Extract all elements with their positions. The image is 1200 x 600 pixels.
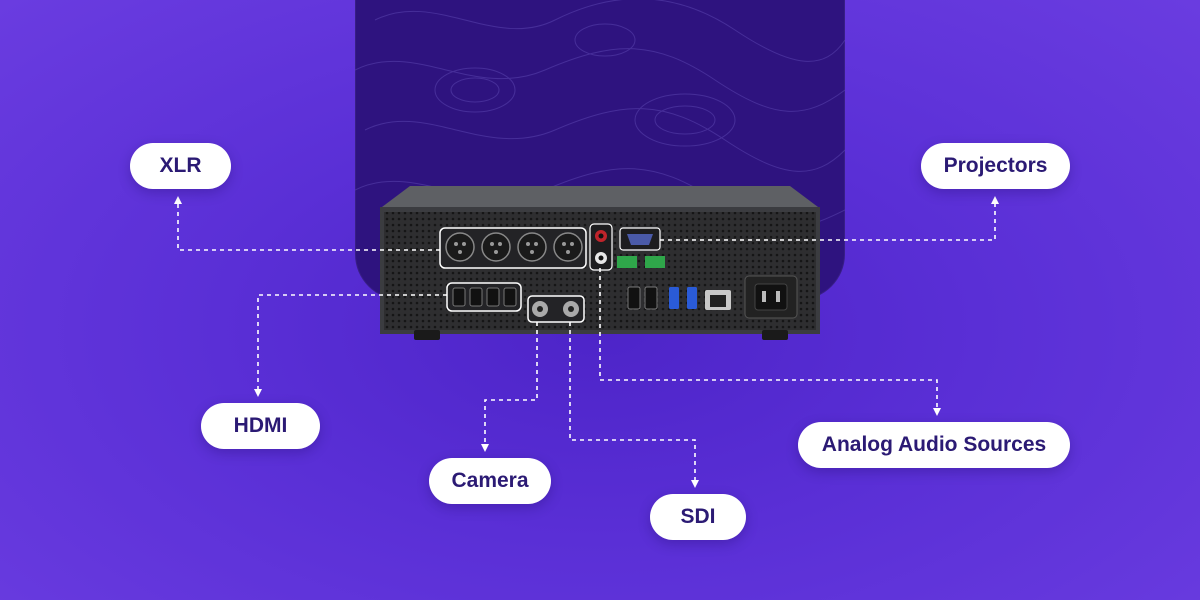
label-xlr: XLR — [130, 143, 231, 189]
connector-sdi — [569, 322, 699, 488]
connector-projectors — [660, 196, 999, 241]
connector-analog-audio — [599, 268, 941, 416]
serial-port — [617, 227, 665, 268]
connector-camera — [481, 322, 538, 452]
label-analog-audio-sources: Analog Audio Sources — [798, 422, 1070, 468]
sdi-bnc-ports — [527, 295, 585, 323]
label-sdi: SDI — [650, 494, 746, 540]
ethernet-port — [705, 290, 731, 310]
label-hdmi: HDMI — [201, 403, 320, 449]
xlr-ports — [439, 227, 587, 269]
usb-ports — [669, 287, 697, 309]
power-inlet — [744, 275, 798, 319]
label-projectors: Projectors — [921, 143, 1070, 189]
hdmi-ports — [446, 282, 522, 312]
label-camera: Camera — [429, 458, 551, 504]
rca-analog-ports — [589, 223, 613, 271]
hdmi-out-ports — [627, 286, 658, 310]
connector-lines — [174, 196, 999, 488]
